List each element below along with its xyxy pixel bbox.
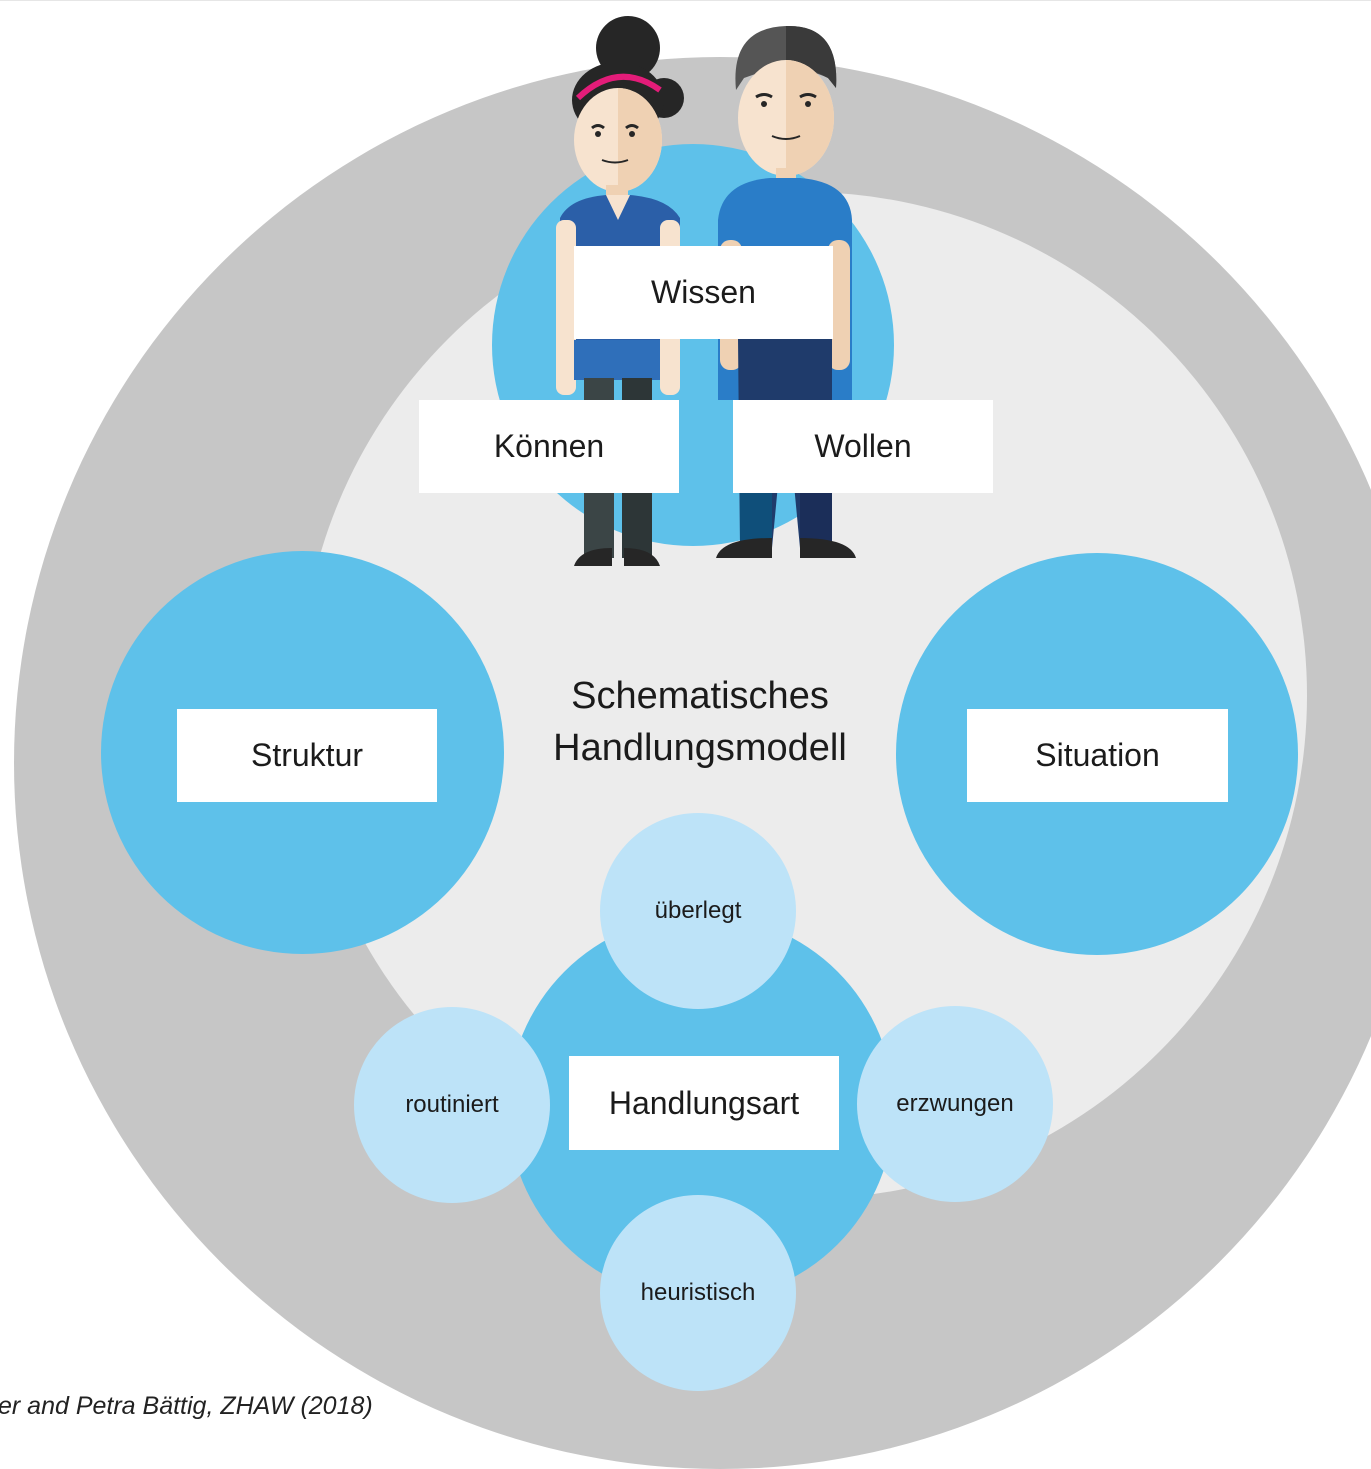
struktur-label: Struktur	[250, 737, 364, 773]
wissen-label: Wissen	[651, 274, 756, 310]
wollen-label-box: Wollen	[733, 400, 993, 493]
wissen-label-box: Wissen	[574, 246, 833, 339]
situation-label-box: Situation	[967, 709, 1228, 802]
handlungsart-label: Handlungsart	[608, 1084, 800, 1121]
wollen-label: Wollen	[814, 428, 912, 464]
handlungsart-label-box: Handlungsart	[569, 1056, 839, 1150]
center-title: Schematisches Handlungsmodell	[500, 670, 900, 774]
mode-label-heuristisch: heuristisch	[640, 1279, 756, 1306]
mode-circle-routiniert: routiniert	[354, 1007, 550, 1203]
koennen-label: Können	[493, 428, 605, 464]
mode-label-ueberlegt: überlegt	[654, 897, 742, 924]
center-title-line2: Handlungsmodell	[553, 727, 847, 769]
situation-label: Situation	[1035, 737, 1160, 773]
mode-label-routiniert: routiniert	[405, 1091, 499, 1118]
mode-circle-heuristisch: heuristisch	[600, 1195, 796, 1391]
figure-caption: er and Petra Bättig, ZHAW (2018)	[0, 1392, 373, 1420]
koennen-label-box: Können	[419, 400, 679, 493]
mode-circle-erzwungen: erzwungen	[857, 1006, 1053, 1202]
struktur-label-box: Struktur	[177, 709, 437, 802]
top-divider	[0, 0, 1371, 1]
center-title-line1: Schematisches	[571, 675, 829, 717]
mode-circle-ueberlegt: überlegt	[600, 813, 796, 1009]
mode-label-erzwungen: erzwungen	[896, 1090, 1014, 1117]
